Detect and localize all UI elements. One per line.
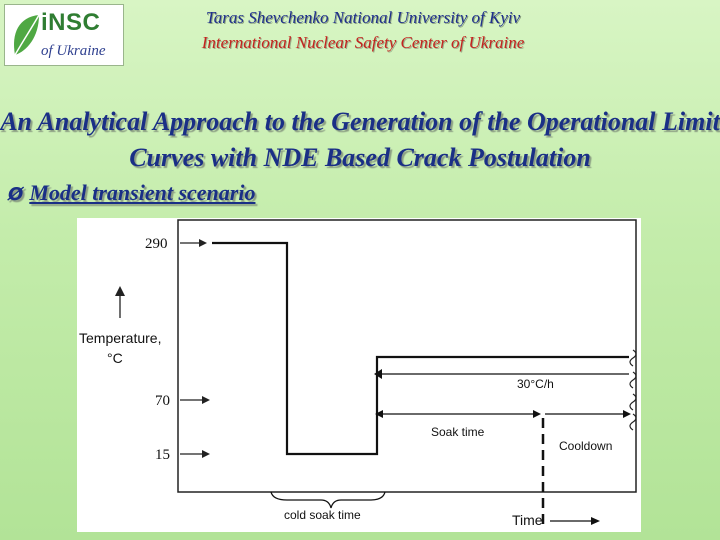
break-mark-4 bbox=[629, 413, 637, 431]
center-name: International Nuclear Safety Center of U… bbox=[201, 33, 525, 52]
y-axis-label-line2: °C bbox=[107, 350, 123, 366]
logo-subtitle: of Ukraine bbox=[41, 43, 106, 59]
plot-frame bbox=[177, 219, 637, 493]
bullet-arrow-icon: Ø bbox=[8, 184, 24, 205]
y-arrow-head bbox=[115, 286, 125, 296]
logo-brand: iNSC bbox=[41, 9, 101, 36]
soak-arrow-left bbox=[375, 410, 383, 418]
university-name: Taras Shevchenko National University of … bbox=[205, 8, 521, 27]
cold-soak-label: cold soak time bbox=[284, 508, 361, 522]
y-tick-290: 290 bbox=[145, 236, 168, 252]
y-axis-label-line1: Temperature, bbox=[79, 330, 161, 346]
y-tick-15: 15 bbox=[155, 447, 170, 463]
slide-title: An Analytical Approach to the Generation… bbox=[0, 107, 720, 172]
rate-label: 30°C/h bbox=[517, 377, 554, 391]
temperature-series-line bbox=[212, 241, 629, 456]
x-axis-label: Time bbox=[512, 512, 543, 528]
break-mark-2 bbox=[629, 371, 637, 389]
chart-svg: 290 70 15 Temperature, °C 30°C/h Soak ti… bbox=[79, 219, 637, 528]
tick-15-arrowhead bbox=[202, 450, 210, 458]
tick-70-arrowhead bbox=[202, 396, 210, 404]
tick-290-arrowhead bbox=[199, 239, 207, 247]
cooldown-label: Cooldown bbox=[559, 439, 612, 453]
break-mark-3 bbox=[629, 393, 637, 411]
break-mark-1 bbox=[629, 349, 637, 367]
time-arrowhead bbox=[591, 517, 600, 525]
y-tick-70: 70 bbox=[155, 393, 170, 409]
insc-logo: iNSC of Ukraine bbox=[4, 4, 124, 66]
cooldown-arrow bbox=[623, 410, 631, 418]
transient-chart: 290 70 15 Temperature, °C 30°C/h Soak ti… bbox=[77, 218, 641, 532]
rate-arrowhead bbox=[374, 369, 382, 379]
leaf-icon bbox=[14, 14, 40, 56]
cold-soak-brace bbox=[270, 491, 386, 509]
soak-arrow-right bbox=[533, 410, 541, 418]
bullet-link[interactable]: Model transient scenario bbox=[29, 180, 256, 205]
soak-label: Soak time bbox=[431, 425, 485, 439]
